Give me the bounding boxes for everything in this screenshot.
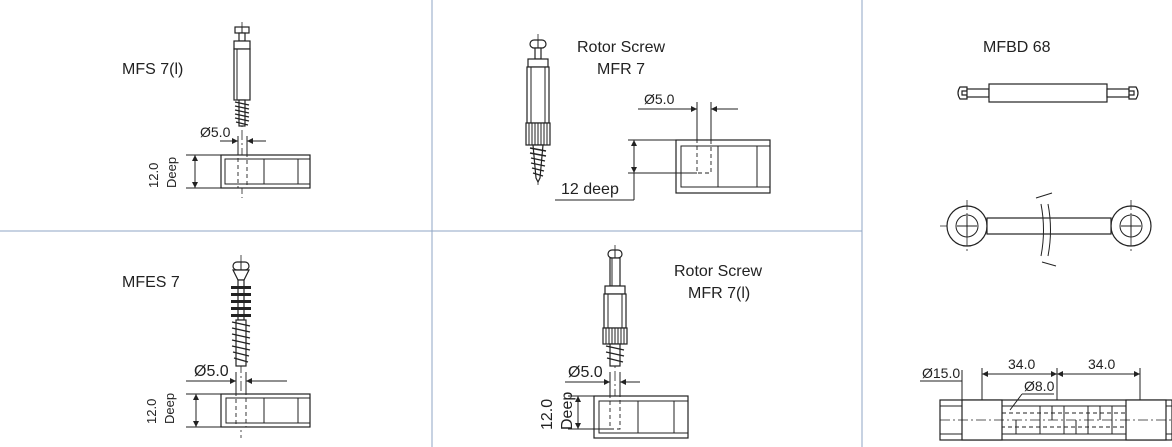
mfr7l-diameter-dimension: Ø5.0 (565, 364, 640, 396)
mfr7l-title-line1: Rotor Screw (674, 263, 762, 280)
panel-mfr7l: Rotor Screw MFR 7(l) (539, 245, 762, 439)
mfr7l-depth-dimension: 12.0 Deep (539, 392, 610, 430)
mfs7-depth-value: 12.0 (146, 163, 161, 188)
mfr7-diameter-label: Ø5.0 (644, 91, 675, 107)
mfbd68-dimensions: Ø15.0 34.0 34.0 Ø8.0 (920, 356, 1141, 411)
mfes7-panel-section (220, 393, 311, 428)
mfbd68-dowel-side-view (957, 83, 1139, 103)
mfbd68-title: MFBD 68 (983, 39, 1051, 56)
mfr7-diameter-dimension: Ø5.0 (638, 91, 738, 140)
mfbd68-dim-left: 34.0 (1008, 356, 1035, 372)
mfbd68-dim-hole: Ø15.0 (922, 365, 960, 381)
mfr7-title-line2: MFR 7 (597, 61, 645, 78)
panel-mfr7: Rotor Screw MFR 7 (525, 34, 771, 201)
mfr7-title-line1: Rotor Screw (577, 39, 665, 56)
mfbd68-assembly-view (940, 192, 1152, 267)
mfr7l-depth-word: Deep (559, 392, 576, 430)
mfr7l-screw-drawing (602, 245, 628, 438)
mfbd68-dim-right: 34.0 (1088, 356, 1115, 372)
mfes7-diameter-dimension: Ø5.0 (186, 363, 287, 394)
mfes7-title: MFES 7 (122, 274, 180, 291)
mfs7-panel-section (220, 154, 311, 189)
mfr7-screw-drawing (525, 34, 551, 185)
panel-mfes7: MFES 7 (122, 255, 311, 438)
mfr7l-depth-value: 12.0 (539, 399, 556, 430)
mfr7-depth-dimension: 12 deep (555, 139, 697, 201)
mfr7-depth-label: 12 deep (561, 181, 619, 198)
mfs7-diameter-dimension: Ø5.0 (200, 124, 266, 155)
mfes7-depth-value: 12.0 (144, 399, 159, 424)
mfr7l-diameter-label: Ø5.0 (568, 364, 603, 381)
mfs7-depth-dimension: 12.0 Deep (146, 154, 221, 189)
mfes7-depth-word: Deep (162, 393, 177, 424)
mfs7-title: MFS 7(l) (122, 61, 183, 78)
panel-dividers (0, 0, 863, 447)
mfr7l-title-line2: MFR 7(l) (688, 285, 750, 302)
mfbd68-dim-bore: Ø8.0 (1024, 378, 1055, 394)
mfr7l-panel-section (593, 395, 689, 439)
mfes7-depth-dimension: 12.0 Deep (144, 393, 236, 428)
mfs7-depth-word: Deep (164, 157, 179, 188)
mfr7-panel-section (675, 139, 771, 194)
mfes7-diameter-label: Ø5.0 (194, 363, 229, 380)
panel-mfs7: MFS 7(l) (122, 22, 311, 198)
mfs7-diameter-label: Ø5.0 (200, 124, 231, 140)
mfbd68-section-view (939, 399, 1172, 441)
panel-mfbd68: MFBD 68 (920, 39, 1172, 441)
